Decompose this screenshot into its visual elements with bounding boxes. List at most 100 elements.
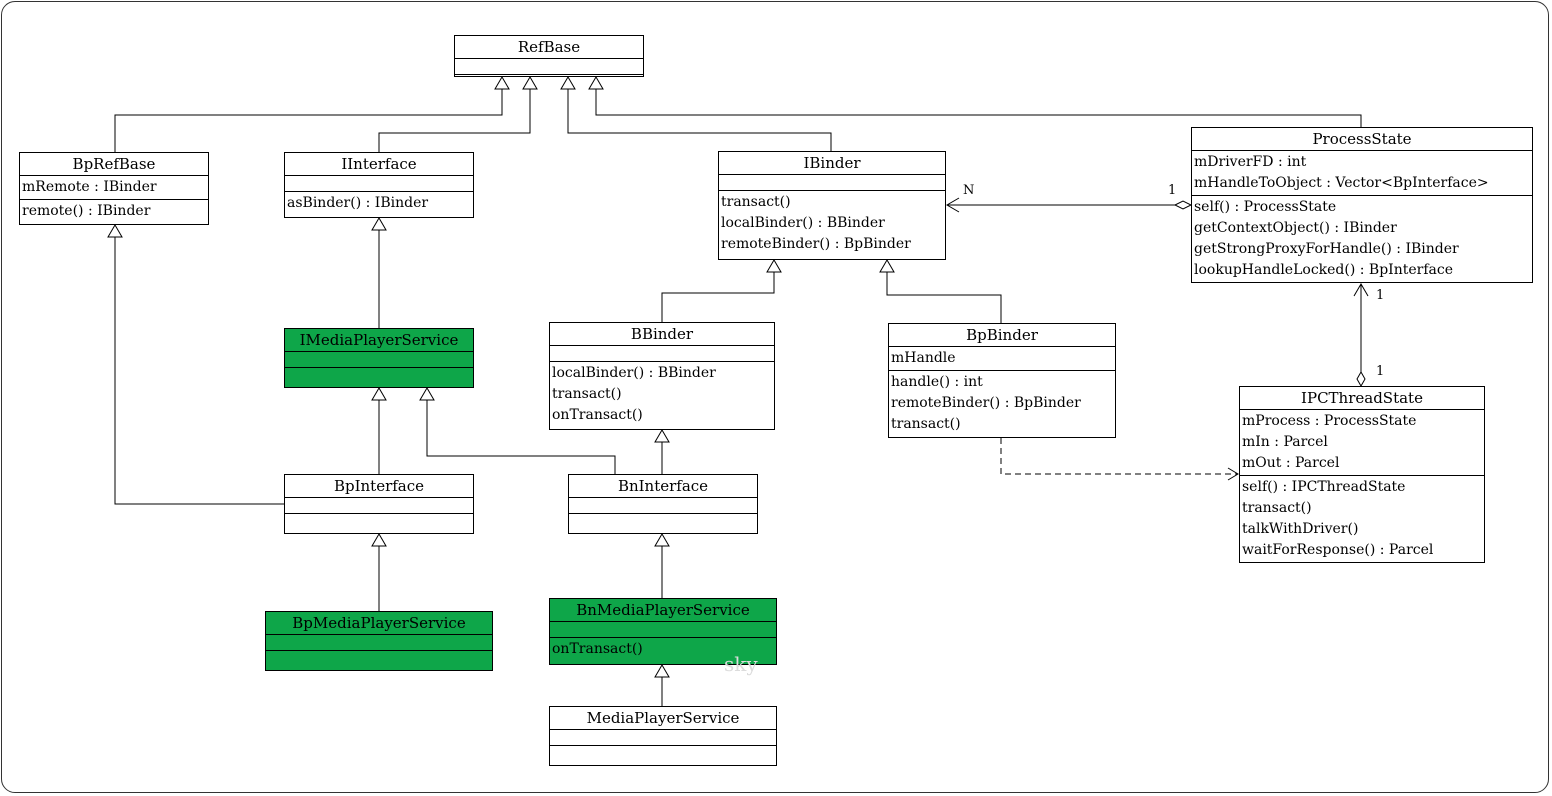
attribute-compartment: mProcess : ProcessState mIn : Parcel mOut … [1240, 410, 1484, 476]
class-iinterface[interactable]: IInterface asBinder() : IBinder [284, 152, 474, 218]
operation-compartment [455, 75, 643, 90]
inheritance-arrow-bninterface [419, 387, 435, 401]
class-operation: lookupHandleLocked() : BpInterface [1194, 262, 1453, 278]
inheritance-arrow-bnmediaplayerservice [654, 533, 670, 547]
class-name: BpRefBase [20, 153, 208, 176]
attribute-compartment [550, 346, 774, 362]
class-attribute: mProcess : ProcessState [1242, 413, 1417, 429]
inheritance-arrow-imediaplayerservice [371, 217, 387, 231]
inheritance-arrow-bninterface-bbinder [654, 429, 670, 443]
class-operation: remoteBinder() : BpBinder [891, 395, 1081, 411]
operation-compartment [266, 651, 492, 666]
class-operation: localBinder() : BBinder [721, 215, 885, 231]
edge-ibinder-refbase [567, 89, 832, 151]
multiplicity-ipcthreadstate-1: 1 [1376, 364, 1385, 379]
operation-compartment: self() : IPCThreadState transact() talkWit… [1240, 476, 1484, 562]
class-name: BnMediaPlayerService [550, 599, 776, 622]
edge-bpbinder-ibinder [886, 272, 1002, 323]
aggregation-diamond-processstate [1173, 200, 1193, 210]
edge-processstate-refbase [595, 89, 1362, 127]
attribute-compartment: mHandle [889, 347, 1115, 371]
class-imediaplayerservice[interactable]: IMediaPlayerService [284, 328, 474, 388]
class-operation: self() : ProcessState [1194, 199, 1337, 215]
edge-bbinder-ibinder [661, 272, 775, 322]
aggregation-diamond-ipcthreadstate [1356, 370, 1366, 388]
class-bpmediaplayerservice[interactable]: BpMediaPlayerService [265, 611, 493, 671]
operation-compartment: remote() : IBinder [20, 200, 208, 223]
class-name: ProcessState [1192, 128, 1532, 151]
class-name: RefBase [455, 36, 643, 59]
class-refbase[interactable]: RefBase [454, 35, 644, 77]
attribute-compartment [550, 730, 776, 746]
class-operation: handle() : int [891, 374, 983, 390]
class-bpinterface[interactable]: BpInterface [284, 474, 474, 534]
class-name: IMediaPlayerService [285, 329, 473, 352]
class-name: MediaPlayerService [550, 707, 776, 730]
dependency-arrow-ipcthreadstate [1227, 467, 1239, 481]
operation-compartment: transact() localBinder() : BBinder remoteB… [719, 191, 945, 256]
class-operation: talkWithDriver() [1242, 521, 1359, 537]
class-bnmediaplayerservice[interactable]: BnMediaPlayerService onTransact() [549, 598, 777, 665]
multiplicity-processstate-top-1: 1 [1376, 288, 1385, 303]
class-name: BpBinder [889, 324, 1115, 347]
class-ipcthreadstate[interactable]: IPCThreadState mProcess : ProcessState mIn… [1239, 386, 1485, 563]
multiplicity-ibinder-n: N [963, 183, 975, 198]
class-mediaplayerservice[interactable]: MediaPlayerService [549, 706, 777, 766]
inheritance-arrow-ibinder [560, 76, 576, 90]
class-operation: transact() [721, 194, 791, 210]
class-bninterface[interactable]: BnInterface [568, 474, 758, 534]
class-operation: transact() [552, 386, 622, 402]
class-operation: remote() : IBinder [22, 203, 151, 219]
class-operation: transact() [1242, 500, 1312, 516]
class-name: BpMediaPlayerService [266, 612, 492, 635]
edge-bprefbase-refbase [114, 89, 503, 152]
operation-compartment [550, 746, 776, 761]
operation-compartment: self() : ProcessState getContextObject() … [1192, 196, 1532, 282]
inheritance-arrow-bprefbase [494, 76, 510, 90]
attribute-compartment [550, 622, 776, 638]
inheritance-arrow-mediaplayerservice [654, 664, 670, 678]
class-name: IPCThreadState [1240, 387, 1484, 410]
class-operation: self() : IPCThreadState [1242, 479, 1406, 495]
class-operation: localBinder() : BBinder [552, 365, 716, 381]
class-operation: remoteBinder() : BpBinder [721, 236, 911, 252]
inheritance-arrow-bpbinder [879, 259, 895, 273]
inheritance-arrow-bpmediaplayerservice [371, 533, 387, 547]
class-name: BnInterface [569, 475, 757, 498]
class-operation: onTransact() [552, 407, 643, 423]
inheritance-arrow-processstate [588, 76, 604, 90]
watermark-text: sky [724, 652, 758, 676]
class-attribute: mOut : Parcel [1242, 455, 1340, 471]
operation-compartment [285, 368, 473, 383]
class-attribute: mRemote : IBinder [22, 179, 157, 195]
inheritance-arrow-iinterface [522, 76, 538, 90]
multiplicity-processstate-1: 1 [1168, 183, 1177, 198]
attribute-compartment [719, 175, 945, 191]
class-operation: onTransact() [552, 641, 643, 657]
class-operation: asBinder() : IBinder [287, 195, 429, 211]
attribute-compartment [569, 498, 757, 514]
class-operation: getContextObject() : IBinder [1194, 220, 1397, 236]
attribute-compartment [455, 59, 643, 75]
attribute-compartment [285, 176, 473, 192]
operation-compartment: asBinder() : IBinder [285, 192, 473, 215]
attribute-compartment [266, 635, 492, 651]
class-operation: waitForResponse() : Parcel [1242, 542, 1434, 558]
class-attribute: mIn : Parcel [1242, 434, 1328, 450]
edge-bpbinder-ipcthreadstate [1000, 438, 1238, 475]
class-name: BpInterface [285, 475, 473, 498]
attribute-compartment: mRemote : IBinder [20, 176, 208, 200]
class-attribute: mDriverFD : int [1194, 154, 1307, 170]
class-name: IInterface [285, 153, 473, 176]
class-bprefbase[interactable]: BpRefBase mRemote : IBinder remote() : IBi… [19, 152, 209, 225]
edge-iinterface-refbase [378, 89, 531, 152]
edge-bpinterface-bprefbase [114, 237, 284, 505]
